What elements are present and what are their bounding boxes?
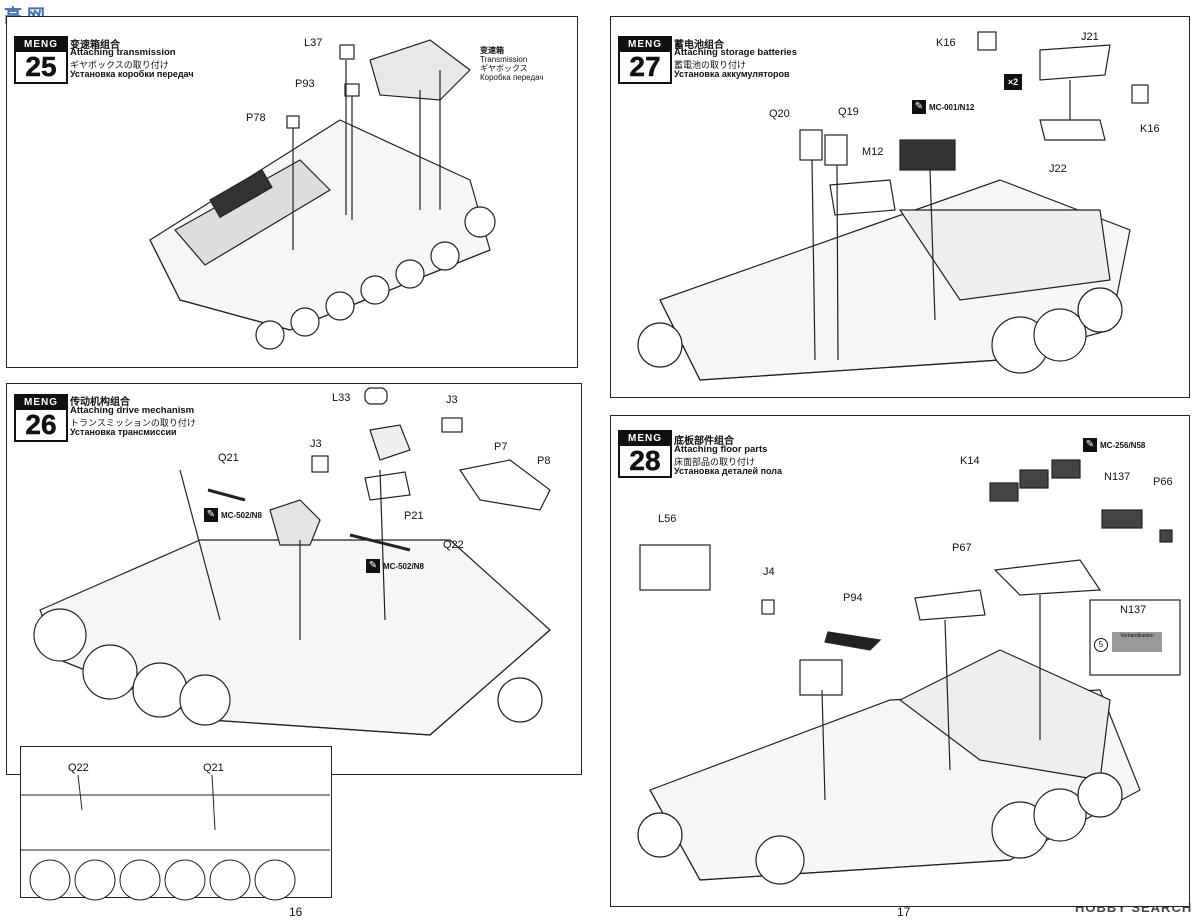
step-title-ru: Установка коробки передач	[70, 69, 194, 79]
step-27-badge: MENG 27	[618, 36, 672, 84]
paint-brush-icon: ✎	[912, 100, 926, 114]
step-title-ru: Установка трансмиссии	[70, 427, 177, 437]
step-28-header: MENG 28 底板部件组合 Attaching floor parts 床面部…	[616, 424, 916, 484]
callout-jp: ギヤボックス	[480, 64, 528, 73]
page-number-left: 16	[289, 905, 303, 919]
part-label: J22	[1049, 163, 1067, 175]
decal-reference: N137 Verbandkasten 5	[1090, 602, 1180, 674]
step-title-cn: 传动机构组合	[70, 397, 130, 408]
part-label: J3	[446, 394, 458, 406]
decal-part-label: N137	[1120, 604, 1147, 616]
decal-text: Verbandkasten	[1120, 633, 1154, 639]
decal-number: 5	[1094, 638, 1108, 652]
step-title-en: Attaching drive mechanism	[70, 405, 195, 416]
part-label: L37	[304, 37, 323, 49]
step-title-jp: 床面部品の取り付け	[674, 457, 756, 467]
step-26-header: MENG 26 传动机构组合 Attaching drive mechanism…	[12, 388, 312, 448]
callout-ru: Коробка передач	[480, 73, 544, 82]
inset-label: Q21	[203, 762, 224, 774]
decal-plate: Verbandkasten	[1112, 632, 1162, 652]
brand-logo: MENG	[620, 38, 670, 52]
inset-label: Q22	[68, 762, 89, 774]
step-title-jp: 蓄電池の取り付け	[674, 60, 747, 70]
part-label: L33	[332, 392, 351, 404]
step-title-ru: Установка деталей пола	[674, 466, 783, 476]
step-title-en: Attaching floor parts	[674, 444, 768, 455]
step-25-badge: MENG 25	[14, 36, 68, 84]
part-label: K16	[936, 37, 956, 49]
page-number-right: 17	[897, 905, 911, 919]
part-label: P7	[494, 441, 508, 453]
part-label: Q21	[218, 452, 239, 464]
step-number: 28	[629, 445, 661, 477]
part-label: P67	[952, 542, 972, 554]
brand-logo: MENG	[16, 38, 66, 52]
part-label: J21	[1081, 31, 1099, 43]
brand-logo: MENG	[620, 432, 670, 446]
paint-code: MC-256/N58	[1100, 440, 1146, 450]
callout-en: Transmission	[480, 55, 528, 64]
paint-code: MC-502/N8	[383, 561, 424, 571]
step-title-cn: 变速箱组合	[70, 40, 120, 51]
paint-code: MC-502/N8	[221, 510, 262, 520]
paint-brush-icon: ✎	[366, 559, 380, 573]
step-number: 27	[629, 51, 661, 83]
step-title-ru: Установка аккумуляторов	[674, 69, 790, 79]
part-label: J3	[310, 438, 322, 450]
step-title-cn: 底板部件组合	[674, 436, 734, 447]
paint-code: MC-001/N12	[929, 102, 975, 112]
part-label: P78	[246, 112, 266, 124]
part-label: P94	[843, 592, 863, 604]
part-label: M12	[862, 146, 884, 158]
step-number: 26	[25, 409, 57, 441]
part-label: J4	[763, 566, 775, 578]
step-27-header: MENG 27 蓄电池组合 Attaching storage batterie…	[616, 22, 916, 84]
paint-brush-icon: ✎	[1083, 438, 1097, 452]
paint-callout: ✎MC-001/N12	[912, 100, 974, 114]
paint-callout: ✎MC-502/N8	[204, 508, 262, 522]
part-label: P93	[295, 78, 315, 90]
paint-brush-icon: ✎	[204, 508, 218, 522]
quantity-badge: ×2	[1004, 74, 1022, 90]
callout-cn: 变速箱	[480, 46, 504, 55]
step-28-badge: MENG 28	[618, 430, 672, 478]
part-label: P21	[404, 510, 424, 522]
part-label: P66	[1153, 476, 1173, 488]
step-title-jp: トランスミッションの取り付け	[70, 418, 196, 428]
part-label: K14	[960, 455, 980, 467]
step-title-en: Attaching transmission	[70, 47, 176, 58]
part-label: K16	[1140, 123, 1160, 135]
step-title-en: Attaching storage batteries	[674, 47, 797, 58]
part-label: Q19	[838, 106, 859, 118]
part-label: P8	[537, 455, 551, 467]
part-label: Q22	[443, 539, 464, 551]
paint-callout: ✎MC-256/N58	[1083, 438, 1145, 452]
step-number: 25	[25, 51, 57, 83]
transmission-callout: 变速箱 Transmission ギヤボックス Коробка передач	[480, 46, 544, 82]
step-25-header: MENG 25 变速箱组合 Attaching transmission ギヤボ…	[12, 22, 312, 84]
step-title-cn: 蓄电池组合	[674, 40, 724, 51]
part-label: Q20	[769, 108, 790, 120]
part-label: L56	[658, 513, 677, 525]
step-26-badge: MENG 26	[14, 394, 68, 442]
brand-logo: MENG	[16, 396, 66, 410]
paint-callout: ✎MC-502/N8	[366, 559, 424, 573]
part-label: N137	[1104, 471, 1131, 483]
step-title-jp: ギヤボックスの取り付け	[70, 60, 169, 70]
